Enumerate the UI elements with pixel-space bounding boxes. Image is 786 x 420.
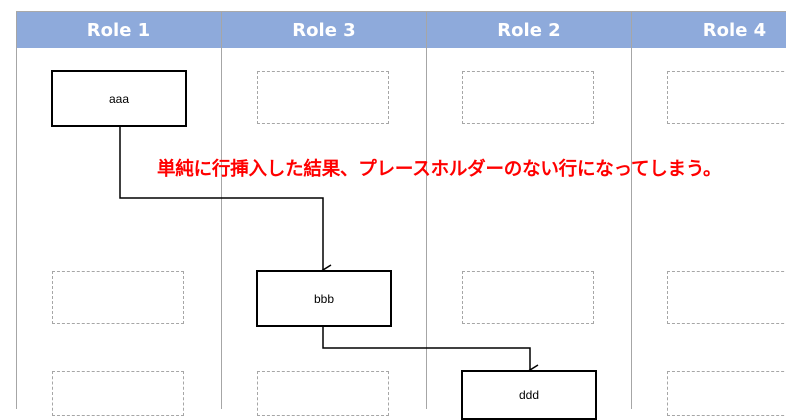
lane-divider: [631, 12, 632, 409]
connector-aaa-bbb: [119, 127, 332, 276]
placeholder: [667, 71, 786, 124]
lane-label-role-2: Role 2: [497, 20, 561, 41]
connector-bbb-ddd: [322, 327, 539, 376]
lane-header-2: [222, 12, 426, 48]
node-aaa[interactable]: aaa: [51, 70, 187, 127]
placeholder: [52, 271, 184, 324]
connectors: [119, 127, 539, 376]
placeholder: [462, 71, 594, 124]
swimlane-diagram: Role 1 Role 3 Role 2 Role 4 aaa bbb ddd …: [16, 11, 786, 420]
lane-divider: [221, 12, 222, 409]
lane-header-4: [632, 12, 786, 48]
annotation-text: 単純に行挿入した結果、プレースホルダーのない行になってしまう。: [157, 159, 722, 180]
lane-header-3: [427, 12, 631, 48]
lane-label-role-1: Role 1: [86, 20, 151, 41]
lane-divider: [426, 12, 427, 409]
lane-divider: [16, 12, 17, 409]
node-bbb[interactable]: bbb: [256, 270, 392, 327]
placeholder: [667, 271, 786, 324]
placeholder: [257, 71, 389, 124]
lane-header-1: [16, 12, 221, 48]
placeholder: [462, 271, 594, 324]
lane-label-role-4: Role 4: [702, 20, 767, 41]
node-ddd[interactable]: ddd: [461, 370, 597, 420]
lane-label-role-3: Role 3: [292, 20, 356, 41]
top-border: [16, 11, 786, 12]
